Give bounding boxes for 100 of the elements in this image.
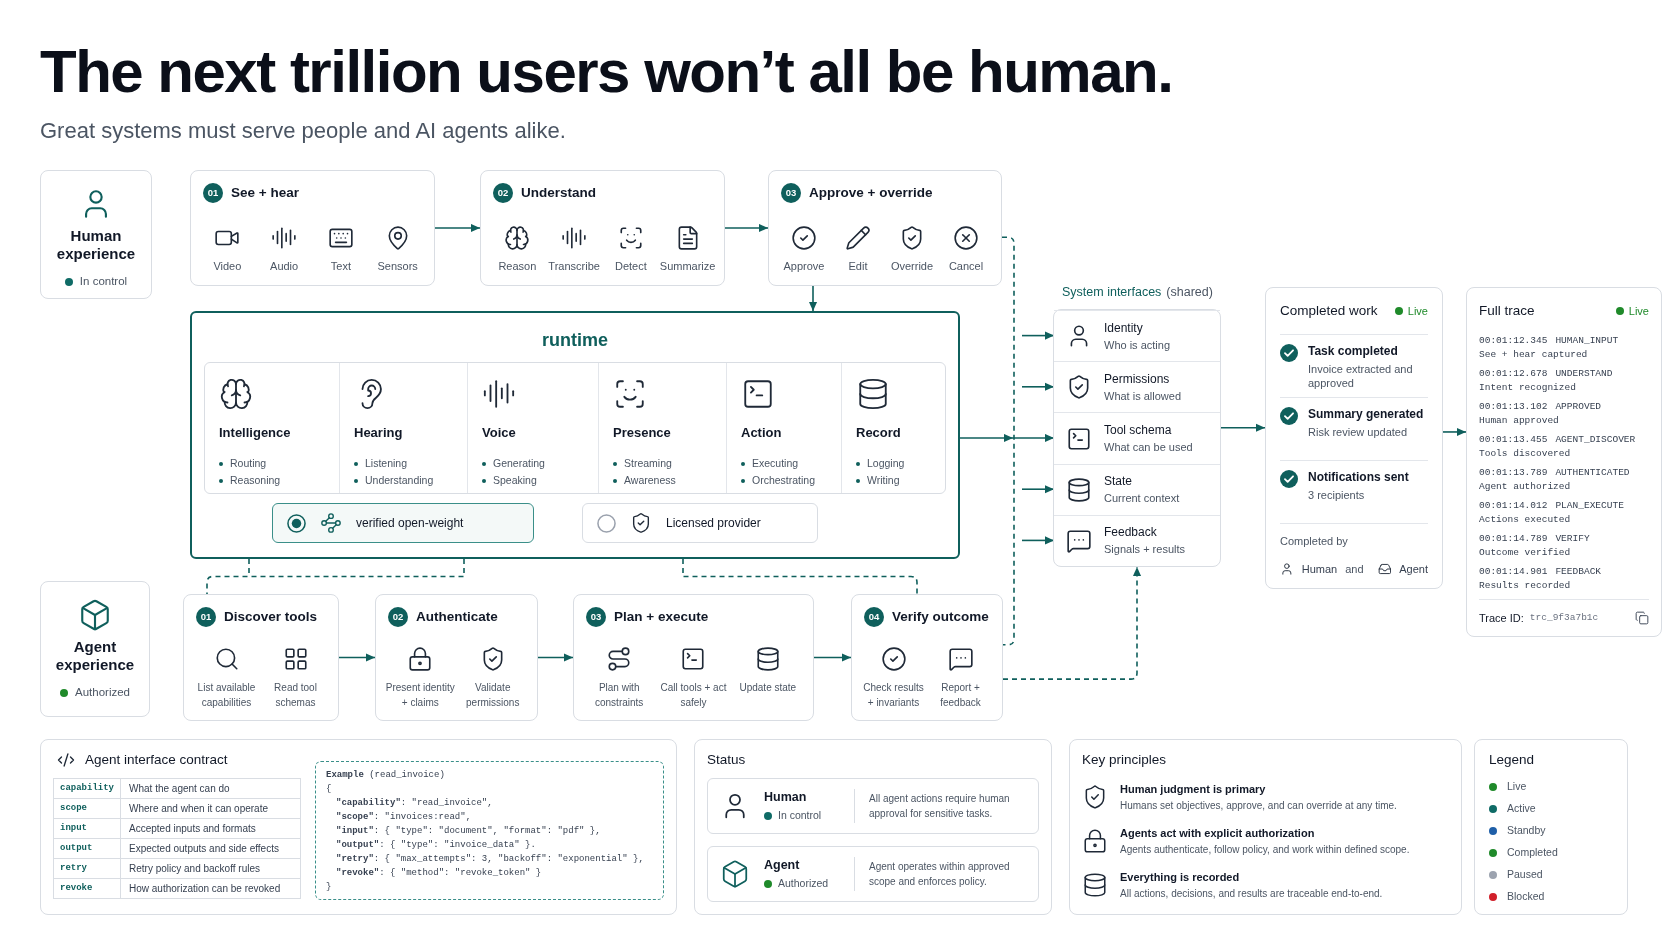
capability-item: Reasoning [230,472,281,488]
capability-item: Awareness [624,472,676,488]
step-card [183,594,339,721]
step-item-label: Sensors [377,259,418,275]
arrow [1442,427,1467,436]
step-item-label: Override [890,259,934,275]
step-title: Understand [521,184,596,202]
step-number-badge: 01 [203,183,223,204]
field-name-cell: capability [53,778,121,799]
trace-description: Outcome verified [1479,546,1572,560]
event-code: AUTHENTICATED [1555,466,1630,480]
event-code: HUMAN_INPUT [1555,334,1619,348]
panel-title: runtime [542,329,608,351]
trace-description: Actions executed [1479,513,1572,527]
experience-card [40,581,150,717]
legend-label: Completed [1507,845,1558,861]
work-item-title: Summary generated [1308,407,1424,422]
contract-panel [40,739,677,915]
field-name-cell: retry [53,858,121,879]
step-card [573,594,814,721]
step-number-badge: 03 [586,607,606,628]
step-item-label: Text [330,259,351,275]
interface-title: Identity [1104,320,1144,336]
step-number-badge: 01 [196,607,216,628]
arrow [808,285,818,312]
timestamp: 00:01:14.789 [1479,532,1548,546]
step-item-label: List available capabilities [196,681,257,711]
code-line: "retry": { "max_attempts": 3, "backoff": "exponential" }, [335,853,645,866]
card-title: Human experience [55,227,137,263]
status-card [707,846,1039,902]
card-title: Agent experience [54,638,136,674]
status-description: Agent operates within approved scope and enforces policy. [869,860,1011,889]
principle-description: Humans set objectives, approve, and can override at any time. [1120,799,1397,813]
step-number-badge: 02 [493,183,513,204]
capability-item: Understanding [365,472,434,488]
code-line: "capability": "read_invoice", [335,797,494,810]
timestamp: 00:01:14.012 [1479,499,1548,513]
experience-card [40,170,152,299]
code-line: { [326,783,333,796]
event-code: FEEDBACK [1555,565,1602,579]
legend-label: Live [1507,779,1527,795]
principle-description: All actions, decisions, and results are traceable end-to-end. [1120,887,1383,901]
work-item-detail: 3 recipients [1308,488,1366,502]
code-line: "revoke": { "method": "revoke_token" } [335,867,543,880]
arrow [1021,331,1055,340]
interface-title: State [1104,474,1134,490]
step-item-label: Update state [739,681,797,696]
field-description-cell: How authorization can be revoked [120,878,301,899]
capability-item: Generating [493,455,545,471]
arrow [434,223,481,233]
subtitle: Great systems must serve people and AI agents alike. [40,118,566,144]
step-title: Approve + override [809,184,933,202]
timestamp: 00:01:13.102 [1479,400,1548,414]
step-title: Verify outcome [892,608,989,626]
step-title: Discover tools [224,608,318,626]
step-item-label: Video [213,259,242,275]
step-item-label: Check results + invariants [862,681,925,711]
trace-id-label: Trace ID: [1479,610,1524,626]
timestamp: 00:01:12.345 [1479,334,1548,348]
capability-item: Logging [867,455,905,471]
step-item-label: Detect [614,259,647,275]
completed-work-card [1265,287,1443,589]
legend-label: Active [1507,801,1536,817]
field-name-cell: output [53,838,121,859]
capability-item: Routing [230,455,267,471]
event-code: AGENT_DISCOVER [1555,433,1636,447]
capability-title: Record [856,425,902,441]
event-code: PLAN_EXECUTE [1555,499,1624,513]
capability-title: Action [741,425,783,441]
field-description-cell: What the agent can do [120,778,301,799]
interface-title: Tool schema [1104,423,1173,438]
step-card [375,594,538,721]
legend-label: Blocked [1507,889,1545,905]
arrow [537,653,574,662]
status-label: Authorized [778,875,829,891]
step-item-label: Transcribe [548,259,600,275]
trace-description: Human approved [1479,414,1560,428]
panel-heading: System interfaces [1062,284,1162,302]
capability-title: Presence [613,425,672,441]
capability-item: Orchestrating [752,472,816,488]
interface-detail: Who is acting [1104,337,1171,352]
work-item-title: Notifications sent [1308,470,1409,485]
step-card [480,170,725,286]
arrow [959,434,1055,442]
step-number-badge: 02 [388,607,408,628]
status-label: Authorized [75,685,130,700]
step-item-label: Edit [848,259,868,275]
panel-heading-note: (shared) [1166,284,1213,302]
work-item-detail: Invoice extracted and approved [1308,362,1414,390]
field-description-cell: Accepted inputs and formats [120,818,301,839]
code-line: "scope": "invoices:read", [335,811,473,824]
status-label: In control [79,274,128,289]
panel-title: Status [707,752,747,768]
field-description-cell: Where and when it can operate [120,798,301,819]
page-title: The next trillion users won’t all be human. [40,42,1173,102]
legend-label: Standby [1507,823,1546,839]
trace-card [1466,287,1662,637]
panel-title: Agent interface contract [85,750,228,769]
arrow [338,653,376,662]
interface-detail: What can be used [1104,440,1193,454]
